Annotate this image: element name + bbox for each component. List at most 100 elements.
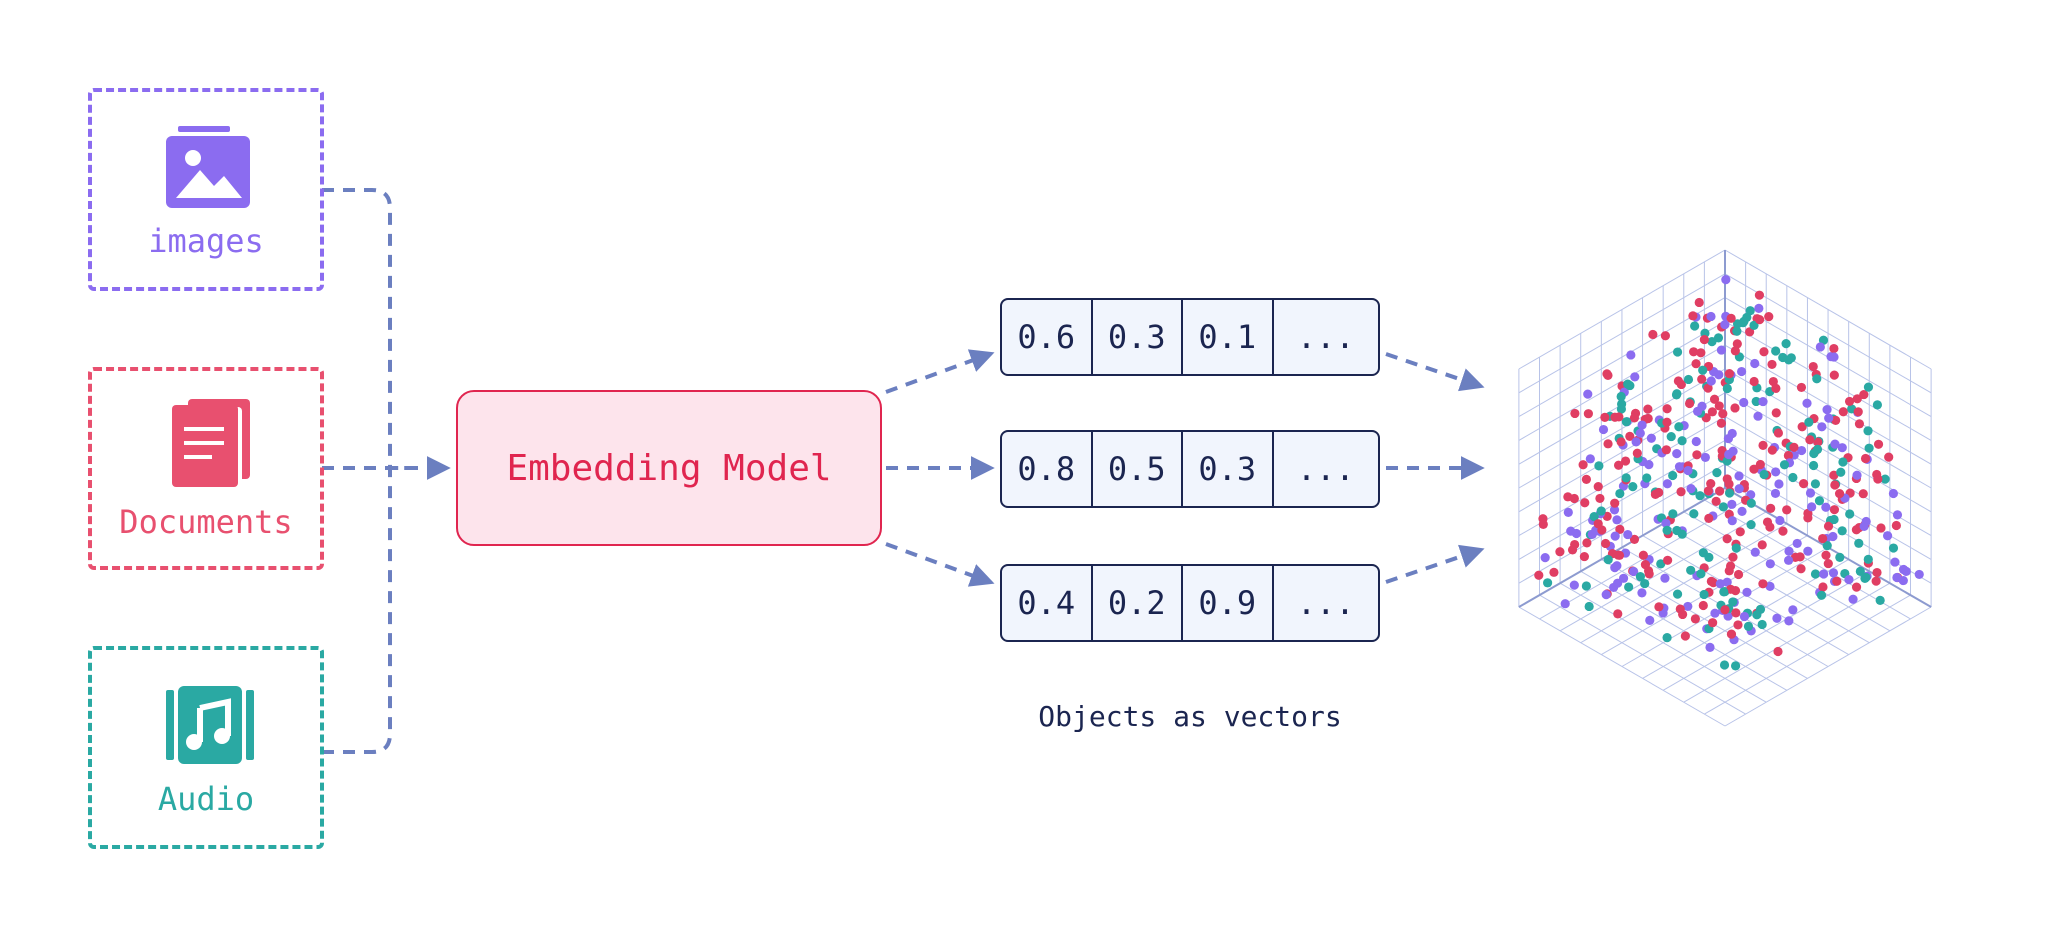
vector-point — [1853, 407, 1863, 417]
vector-point — [1804, 417, 1814, 427]
vector-point — [1830, 439, 1840, 449]
vector-point — [1864, 443, 1874, 453]
vector-point — [1584, 601, 1594, 612]
vector-point — [1749, 376, 1759, 387]
vector-point — [1596, 506, 1606, 516]
vector-point — [1672, 347, 1683, 357]
vector-point — [1677, 436, 1687, 446]
vector-point — [1773, 428, 1784, 438]
vector-point — [1616, 391, 1626, 402]
vector-point — [1796, 445, 1807, 456]
vector-point — [1829, 514, 1839, 525]
vector-point — [1672, 449, 1682, 459]
vector-point — [1803, 546, 1813, 556]
vector-point — [1569, 580, 1579, 590]
vector-point — [1742, 587, 1752, 597]
vector-point — [1750, 547, 1760, 557]
grid-line — [1724, 606, 1932, 727]
grid-line — [1518, 392, 1726, 513]
vector-point — [1563, 492, 1573, 502]
vector-point — [1726, 629, 1737, 639]
source-images: images — [88, 88, 324, 291]
vector-point — [1733, 569, 1744, 580]
vector-point — [1765, 581, 1775, 591]
vector-point — [1852, 394, 1862, 404]
vector-point — [1722, 577, 1732, 587]
vector-point — [1703, 486, 1713, 496]
vector-point — [1745, 327, 1755, 337]
vector-point — [1716, 345, 1727, 355]
vector-point — [1712, 468, 1722, 478]
vector-point — [1733, 620, 1743, 630]
vector-point — [1813, 437, 1823, 447]
vector-point — [1817, 422, 1827, 432]
vector-point — [1829, 343, 1839, 354]
vector-point — [1650, 489, 1661, 499]
vector-point — [1615, 488, 1625, 499]
vector-point — [1589, 511, 1599, 522]
vector-point — [1638, 550, 1648, 560]
vector-point — [1764, 312, 1774, 322]
vector-point — [1703, 383, 1713, 393]
vector-point — [1720, 605, 1730, 615]
vector-point — [1873, 439, 1884, 449]
arrow-vector-space-3 — [1385, 544, 1485, 584]
vector-point — [1674, 422, 1684, 432]
vector-point — [1683, 374, 1694, 385]
vector-point — [1688, 311, 1698, 321]
vector-point — [1888, 543, 1899, 553]
vector-point — [1778, 352, 1788, 363]
vector-point — [1835, 552, 1845, 562]
vector-point — [1810, 479, 1821, 489]
vector-point — [1828, 531, 1838, 542]
vector-point — [1759, 347, 1769, 357]
vector-point — [1773, 646, 1783, 657]
vector-point — [1543, 578, 1553, 588]
source-label-documents: Documents — [119, 503, 293, 541]
vector-point — [1662, 525, 1672, 535]
vector-point — [1732, 326, 1742, 336]
vector-point — [1661, 445, 1671, 455]
vector-point — [1727, 499, 1737, 509]
vector-point — [1623, 529, 1633, 540]
document-icon — [172, 399, 250, 487]
vector-point — [1601, 538, 1611, 549]
vector-point — [1706, 479, 1716, 489]
vector-point — [1666, 431, 1676, 442]
vector-point — [1567, 545, 1578, 555]
vector-point — [1713, 333, 1724, 343]
vector-point — [1660, 331, 1671, 341]
vector-point — [1635, 572, 1645, 582]
vector-point — [1686, 484, 1696, 494]
axis-line — [1518, 487, 1726, 608]
vector-point — [1757, 540, 1767, 550]
vector-point — [1695, 491, 1705, 501]
vector-point — [1728, 597, 1738, 607]
connector-audio — [322, 468, 392, 754]
vector-point — [1765, 559, 1775, 569]
vector-point — [1855, 566, 1865, 576]
vector-point — [1767, 359, 1777, 370]
vector-point — [1632, 448, 1642, 458]
vector-point — [1914, 569, 1924, 580]
vector-point — [1746, 498, 1756, 508]
vector-point — [1718, 502, 1729, 512]
vector-point — [1782, 505, 1792, 515]
vector-point — [1603, 370, 1613, 381]
vector-point — [1614, 412, 1624, 422]
vector-point — [1759, 469, 1769, 480]
vector-point — [1829, 370, 1839, 380]
vector-point — [1755, 315, 1765, 325]
vector-cell: 0.2 — [1093, 566, 1184, 640]
vector-point — [1875, 595, 1885, 605]
vector-point — [1851, 582, 1862, 592]
vector-point — [1676, 487, 1686, 497]
vector-point — [1630, 372, 1640, 382]
vector-point — [1890, 557, 1900, 567]
vector-point — [1838, 457, 1848, 467]
vector-point — [1734, 471, 1744, 481]
vector-point — [1859, 521, 1869, 532]
vector-point — [1625, 431, 1635, 441]
vector-point — [1818, 582, 1828, 592]
